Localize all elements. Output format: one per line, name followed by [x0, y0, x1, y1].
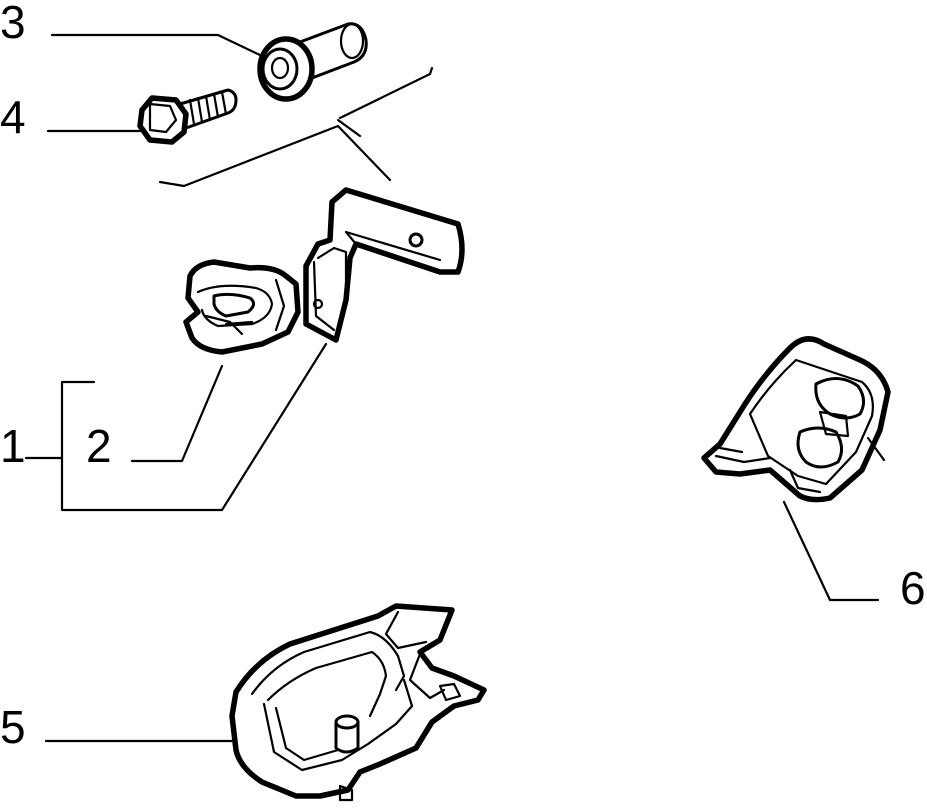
part-1-terminal-lug [303, 187, 465, 343]
part-5-cover [229, 603, 487, 802]
part-4-bolt [137, 88, 238, 145]
callout-1: 1 [0, 420, 26, 472]
kit-bracket-lines [158, 66, 434, 188]
callout-4: 4 [0, 91, 26, 143]
part-3-bushing [257, 22, 368, 102]
callout-6: 6 [900, 562, 926, 614]
callout-3: 3 [0, 0, 26, 48]
callout-labels: 3 4 1 2 6 5 [0, 0, 926, 753]
part-6-connector [701, 336, 891, 503]
callout-5: 5 [0, 701, 26, 753]
callout-2: 2 [86, 420, 112, 472]
part-2-battery-clamp [183, 259, 301, 355]
leader-lines [24, 33, 880, 743]
